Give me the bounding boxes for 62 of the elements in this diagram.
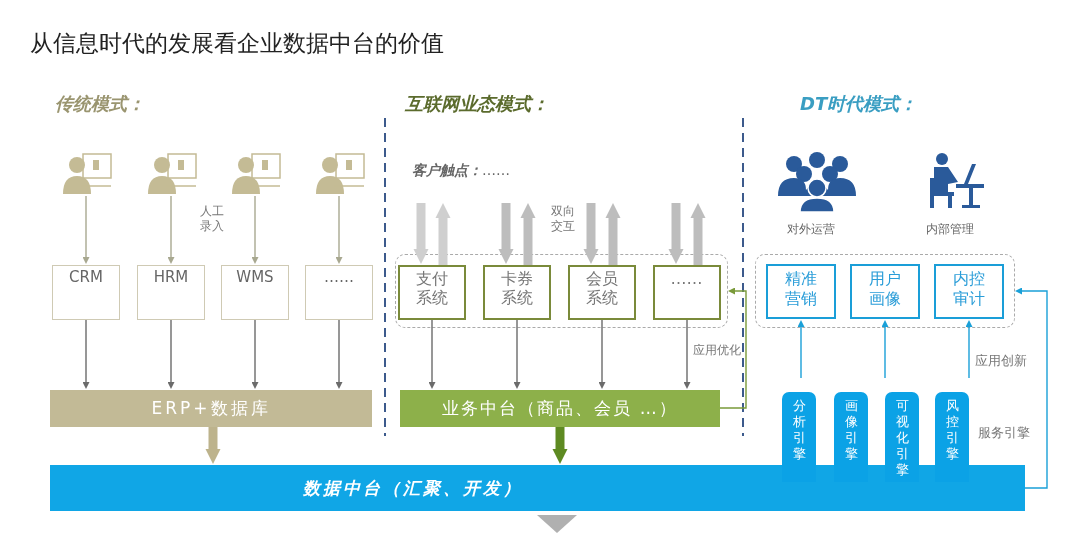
application-box: 内控审计 bbox=[933, 263, 1004, 319]
arrow bbox=[335, 195, 343, 264]
system-box: …… bbox=[305, 265, 373, 320]
engine-column: 可视化引擎 bbox=[885, 392, 919, 482]
arrow bbox=[167, 195, 175, 264]
user-at-computer-icon bbox=[314, 152, 366, 196]
user-at-computer-icon bbox=[61, 152, 113, 196]
system-box: 支付系统 bbox=[397, 264, 466, 320]
diagram-title: 从信息时代的发展看企业数据中台的价值 bbox=[30, 29, 444, 58]
block-arrow bbox=[205, 427, 221, 464]
system-box: …… bbox=[652, 264, 721, 320]
system-box: CRM bbox=[52, 265, 120, 320]
block-arrow bbox=[583, 203, 599, 264]
application-box: 用户画像 bbox=[849, 263, 920, 319]
arrow bbox=[251, 319, 259, 389]
system-box: HRM bbox=[137, 265, 205, 320]
engine-column: 分析引擎 bbox=[782, 392, 816, 482]
dashed-group-frame bbox=[755, 254, 1015, 328]
arrow bbox=[797, 320, 805, 379]
arrow bbox=[251, 195, 259, 264]
block-arrow bbox=[498, 203, 514, 264]
arrow bbox=[82, 319, 90, 389]
engine-column: 画像引擎 bbox=[834, 392, 868, 482]
system-box: 会员系统 bbox=[567, 264, 636, 320]
block-arrow bbox=[520, 203, 536, 265]
touchpoint-text: 客户触点：…… bbox=[412, 162, 510, 180]
edge-label: 应用创新 bbox=[975, 352, 1027, 370]
arrow bbox=[167, 319, 175, 389]
annotation-text: 人工录入 bbox=[200, 204, 225, 234]
block-arrow bbox=[668, 203, 684, 264]
block-arrow bbox=[413, 203, 429, 264]
annotation-text: 双向交互 bbox=[551, 204, 576, 234]
edge-label: 服务引擎 bbox=[978, 424, 1030, 442]
edge-label: 应用优化 bbox=[693, 342, 741, 359]
arrow bbox=[428, 319, 436, 389]
block-arrow bbox=[605, 203, 621, 265]
section-heading: 互联网业态模式： bbox=[405, 92, 549, 116]
database-bar: ERP+数据库 bbox=[50, 390, 372, 427]
block-arrow bbox=[435, 203, 451, 265]
section-heading: DT时代模式： bbox=[800, 92, 918, 116]
engine-column: 风控引擎 bbox=[935, 392, 969, 482]
arrow bbox=[965, 320, 973, 379]
business-platform-bar: 业务中台（商品、会员 …） bbox=[400, 390, 720, 427]
arrow bbox=[82, 195, 90, 264]
arrow bbox=[1015, 287, 1048, 489]
dashed-group-frame bbox=[395, 254, 728, 328]
icon-caption: 内部管理 bbox=[926, 221, 974, 238]
application-box: 精准营销 bbox=[765, 263, 836, 319]
user-at-computer-icon bbox=[230, 152, 282, 196]
arrow bbox=[598, 319, 606, 389]
arrow bbox=[683, 319, 691, 389]
system-box: 卡券系统 bbox=[482, 264, 551, 320]
arrow bbox=[335, 319, 343, 389]
arrow bbox=[719, 287, 747, 409]
arrow bbox=[881, 320, 889, 379]
section-heading: 传统模式： bbox=[55, 92, 145, 116]
icon-caption: 对外运营 bbox=[787, 221, 835, 238]
arrow bbox=[513, 319, 521, 389]
block-arrow bbox=[552, 427, 568, 464]
system-box: WMS bbox=[221, 265, 289, 320]
user-at-computer-icon bbox=[146, 152, 198, 196]
block-arrow bbox=[690, 203, 706, 265]
